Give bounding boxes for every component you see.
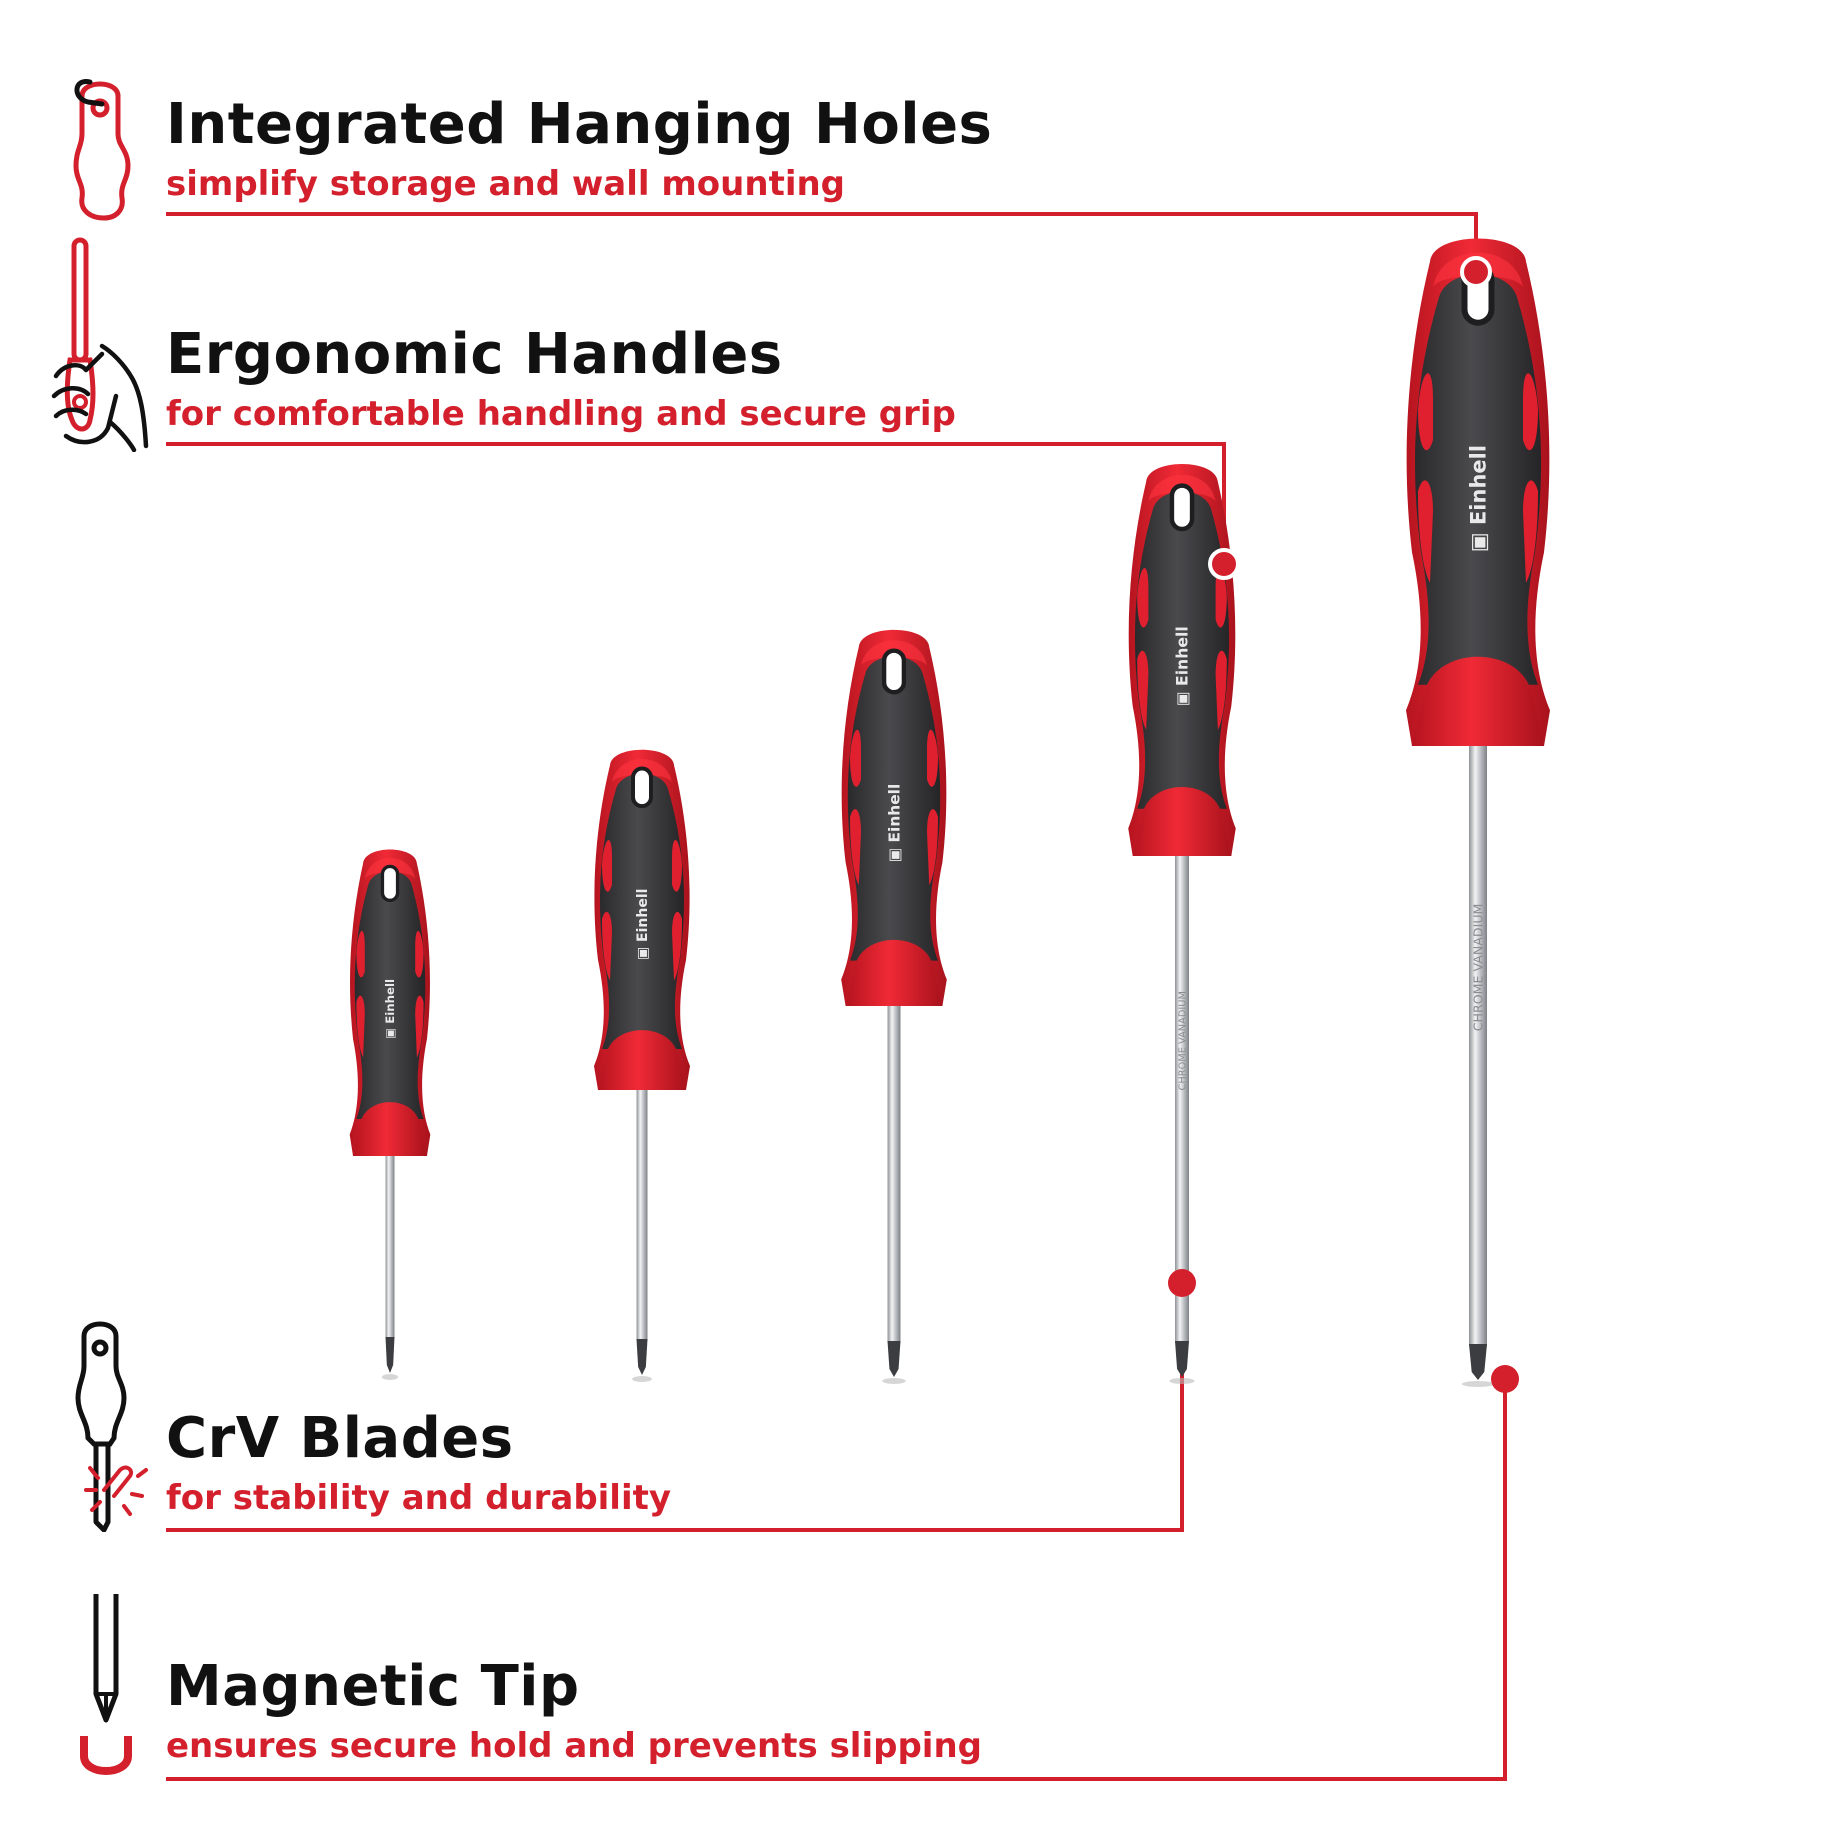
screwdriver-set: ▣ Einhell▣ Einhell▣ Einhell▣ EinhellCHRO… — [349, 238, 1550, 1387]
handle-grip — [1134, 491, 1230, 809]
grip-insert — [927, 809, 938, 886]
grip-insert — [415, 930, 424, 978]
dot-handle — [1208, 548, 1240, 580]
connector-hanging-holes — [166, 212, 1478, 270]
feature-title: Ergonomic Handles — [166, 322, 783, 387]
hanging-hole — [881, 648, 907, 695]
grip-insert — [850, 729, 861, 787]
grip-insert — [1523, 480, 1538, 583]
handle-collar — [598, 1030, 686, 1090]
handle-grip — [1415, 274, 1541, 685]
feature-title: Magnetic Tip — [166, 1654, 580, 1719]
brand-logo: ▣ Einhell — [383, 979, 397, 1039]
dot-tip — [1491, 1365, 1519, 1393]
grip-insert — [602, 911, 612, 981]
handle-collar — [1412, 656, 1544, 746]
phillips-tip — [887, 1341, 901, 1377]
handle-collar — [353, 1102, 427, 1156]
brand-logo: ▣ Einhell — [1466, 445, 1490, 552]
handle-collar — [845, 939, 943, 1006]
phillips-tip — [636, 1339, 648, 1375]
shaft — [1469, 740, 1487, 1346]
phillips-tip — [1175, 1341, 1189, 1377]
feature-title: Integrated Hanging Holes — [166, 92, 993, 157]
grip-insert — [356, 995, 365, 1058]
feature-crv-blades: CrV Blades for stability and durability — [166, 1406, 672, 1518]
magnet-tip-icon — [76, 1590, 136, 1784]
shaft — [1175, 850, 1189, 1343]
grip-insert — [1523, 373, 1538, 451]
grip-insert — [1418, 480, 1433, 583]
shaft-marking: CHROME VANADIUM — [1177, 991, 1188, 1090]
shaft — [887, 1000, 901, 1343]
phillips-tip — [385, 1337, 395, 1373]
grip-insert — [672, 840, 682, 892]
brand-logo: ▣ Einhell — [1172, 626, 1191, 706]
hanging-hole — [1169, 483, 1195, 532]
hanging-hole — [631, 766, 653, 809]
grip-insert — [356, 930, 365, 978]
shaft — [636, 1084, 648, 1341]
phillips-tip — [1469, 1344, 1487, 1380]
grip-insert — [927, 729, 938, 787]
connector-ergonomic-handles — [166, 442, 1226, 563]
shaft-marking: CHROME VANADIUM — [1470, 904, 1485, 1032]
grip-insert — [602, 840, 612, 892]
feature-subtitle: for stability and durability — [166, 1478, 672, 1518]
connector-dots — [1168, 256, 1519, 1393]
grip-insert — [415, 995, 424, 1058]
screwdriver: ▣ Einhell — [841, 629, 947, 1384]
feature-subtitle: ensures secure hold and prevents slippin… — [166, 1726, 982, 1766]
shaft — [385, 1150, 395, 1339]
grip-insert — [1137, 568, 1149, 628]
dot-hanging-hole — [1460, 256, 1492, 288]
feature-subtitle: for comfortable handling and secure grip — [166, 394, 956, 434]
connector-magnetic-tip — [166, 1379, 1507, 1781]
handle-grip — [600, 773, 684, 1049]
hand-grip-icon — [50, 236, 150, 456]
feature-title: CrV Blades — [166, 1406, 514, 1471]
grip-insert — [1215, 650, 1227, 730]
dot-blade — [1168, 1269, 1196, 1297]
feature-subtitle: simplify storage and wall mounting — [166, 164, 846, 204]
handle-collar — [1132, 787, 1232, 856]
feature-hanging-holes: Integrated Hanging Holes simplify storag… — [166, 92, 993, 204]
feature-magnetic-tip: Magnetic Tip ensures secure hold and pre… — [166, 1654, 982, 1766]
hanging-hook-icon — [68, 76, 134, 226]
handle-grip — [354, 871, 426, 1120]
grip-insert — [1418, 373, 1433, 451]
brand-logo: ▣ Einhell — [885, 784, 903, 863]
brand-logo: ▣ Einhell — [635, 889, 651, 961]
grip-insert — [672, 911, 682, 981]
screwdriver: ▣ Einhell — [594, 749, 690, 1382]
feature-ergonomic-handles: Ergonomic Handles for comfortable handli… — [166, 322, 956, 434]
grip-insert — [1137, 650, 1149, 730]
hanging-hole — [380, 864, 400, 903]
grip-insert — [1215, 568, 1227, 628]
grip-insert — [850, 809, 861, 886]
handle-grip — [847, 656, 941, 961]
screwdriver: ▣ Einhell — [349, 849, 431, 1380]
blade-strength-icon — [70, 1318, 154, 1536]
